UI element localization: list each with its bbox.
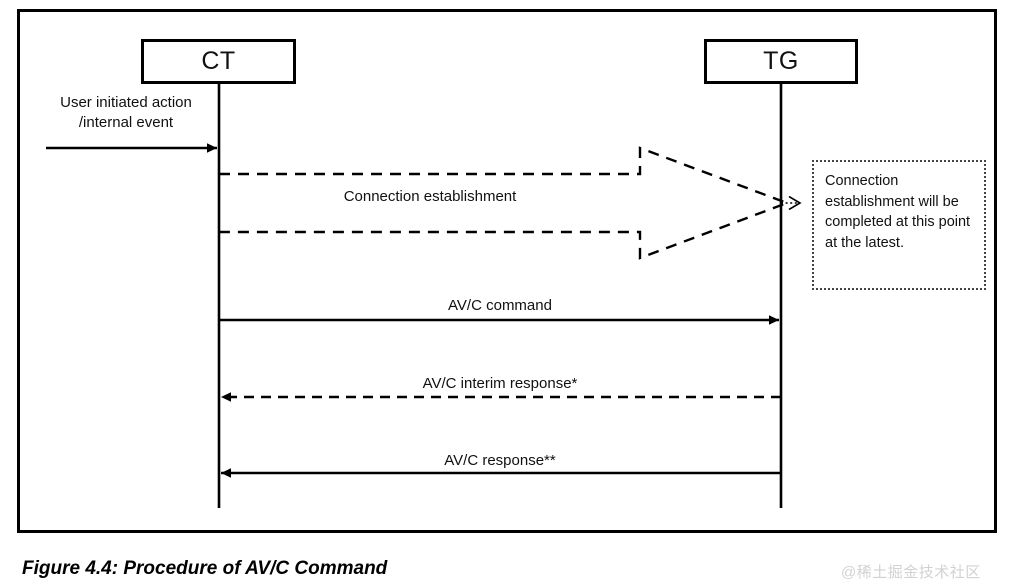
label-connection-establishment: Connection establishment — [343, 188, 517, 205]
lifeline-header-ct[interactable]: CT — [141, 39, 296, 84]
watermark: @稀土掘金技术社区 — [841, 564, 981, 581]
lifeline-label-ct: CT — [201, 47, 236, 75]
label-avc-interim-response: AV/C interim response* — [422, 375, 578, 392]
label-avc-response: AV/C response** — [444, 452, 556, 469]
figure-caption: Figure 4.4: Procedure of AV/C Command — [22, 558, 388, 579]
label-user-initiated-action: User initiated action /internal event — [32, 93, 220, 133]
label-user-initiated-action-line2: /internal event — [78, 114, 174, 131]
note-connection-establishment-completion: Connection establishment will be complet… — [812, 160, 986, 290]
lifeline-label-tg: TG — [763, 47, 799, 75]
label-avc-command: AV/C command — [448, 297, 552, 314]
lifeline-header-tg[interactable]: TG — [704, 39, 858, 84]
label-user-initiated-action-line1: User initiated action — [60, 94, 192, 111]
